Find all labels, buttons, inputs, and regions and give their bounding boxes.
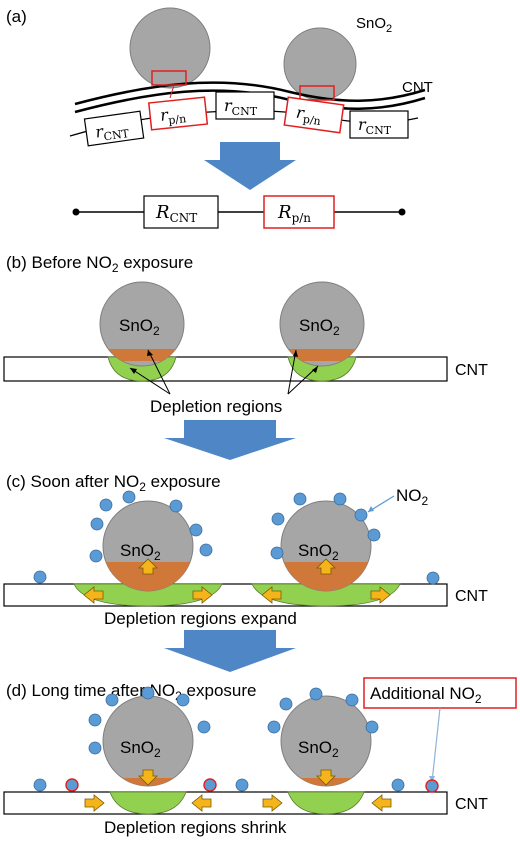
cnt-label-d: CNT: [455, 796, 488, 813]
svg-text:rCNT: rCNT: [94, 118, 130, 144]
cnt-tube-top: [74, 81, 426, 106]
terminal-right: [398, 208, 406, 216]
resistor-rcnt-3: rCNT: [349, 110, 409, 139]
panel-a: (a) SnO2 CNT rCNT rp/n rCNT rp/n: [6, 7, 433, 229]
panel-d: (d) Long time after NO2 exposure Additio…: [3, 677, 517, 837]
transform-arrow-a: [204, 142, 296, 190]
svg-text:SnO2: SnO2: [120, 541, 161, 563]
interface-highlight-1: [151, 70, 187, 86]
additional-no2-molecules: [65, 778, 439, 793]
panel-b: (b) Before NO2 exposure CNT SnO2 SnO2 De…: [3, 253, 488, 460]
resistor-rcnt-1: rCNT: [83, 110, 145, 147]
svg-text:SnO2: SnO2: [298, 738, 339, 760]
depletion-region-d1: [109, 791, 187, 815]
depletion-region-b1: [107, 356, 177, 382]
svg-text:rCNT: rCNT: [224, 96, 258, 118]
no2-molecules-d: [33, 686, 405, 792]
resistor-Rcnt: RCNT: [143, 195, 219, 229]
panel-b-label: (b) Before NO2 exposure: [6, 253, 193, 275]
cnt-tube-bottom: [74, 89, 426, 114]
resistor-Rpn: Rp/n: [263, 195, 335, 229]
depletion-label-c: Depletion regions expand: [104, 609, 297, 628]
no2-molecules-c: [33, 490, 440, 585]
terminal-left: [72, 208, 80, 216]
svg-text:SnO2: SnO2: [298, 541, 339, 563]
transition-arrow-b: [164, 420, 296, 460]
svg-text:SnO2: SnO2: [120, 738, 161, 760]
sno2-particle-b2: SnO2: [279, 281, 365, 367]
resistor-rpn-2: rp/n: [283, 96, 345, 134]
resistor-rcnt-2: rCNT: [215, 91, 275, 120]
svg-text:SnO2: SnO2: [299, 316, 340, 338]
sno2-particle-1: [129, 7, 211, 89]
interface-layer-b2: [280, 349, 364, 361]
sno2-particle-2: [283, 27, 357, 101]
svg-text:rp/n: rp/n: [159, 103, 187, 128]
svg-text:Rp/n: Rp/n: [277, 202, 311, 225]
interface-layer-b1: [100, 349, 184, 361]
depletion-region-b2: [287, 356, 357, 382]
sno2-particle-b1: SnO2: [99, 281, 185, 367]
svg-text:RCNT: RCNT: [155, 202, 197, 225]
panel-c-label: (c) Soon after NO2 exposure: [6, 472, 221, 494]
depletion-label-d: Depletion regions shrink: [104, 818, 287, 837]
cnt-label-a: CNT: [402, 79, 433, 96]
panel-a-label: (a): [6, 7, 27, 26]
panel-c: (c) Soon after NO2 exposure CNT SnO2 SnO…: [3, 472, 488, 672]
additional-no2-pointer: [431, 707, 441, 783]
sno2-particle-c1: SnO2: [102, 500, 194, 592]
sno2-label: SnO2: [356, 15, 392, 35]
depletion-region-d2: [287, 791, 365, 815]
cnt-label-b: CNT: [455, 362, 488, 379]
additional-no2-box: Additional NO2: [363, 677, 517, 709]
depletion-label-b: Depletion regions: [150, 397, 282, 416]
svg-text:Additional NO2: Additional NO2: [370, 684, 482, 706]
svg-text:rCNT: rCNT: [358, 115, 392, 137]
svg-text:SnO2: SnO2: [119, 316, 160, 338]
svg-text:rp/n: rp/n: [295, 103, 323, 128]
resistor-rpn-1: rp/n: [147, 96, 209, 131]
transition-arrow-c: [164, 630, 296, 672]
cnt-label-c: CNT: [455, 588, 488, 605]
cnt-bar-b: [3, 356, 448, 382]
no2-label-c: NO2: [396, 486, 429, 508]
